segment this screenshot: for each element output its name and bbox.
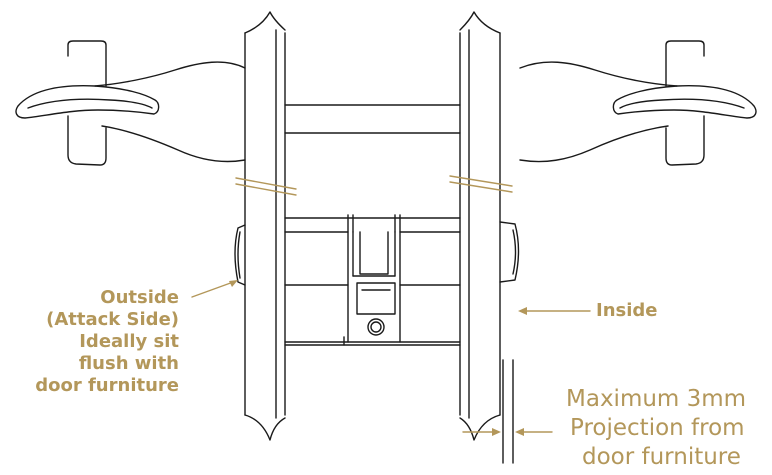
max-projection-line-3: door furniture: [582, 444, 741, 470]
max-projection-label: Maximum 3mm Projection from door furnitu…: [566, 385, 746, 472]
outside-arrow-head: [229, 280, 238, 287]
inside-label: Inside: [596, 300, 658, 321]
spindle-bar: [284, 104, 461, 134]
right-backplate: [459, 11, 501, 441]
left-backplate: [244, 11, 286, 441]
left-lever-handle: [15, 40, 246, 166]
outside-leader-line: [191, 280, 237, 298]
right-lever-handle: [519, 40, 757, 166]
inside-arrow-head: [518, 307, 527, 315]
left-cylinder-end: [234, 224, 246, 286]
projection-dimension: [502, 359, 514, 464]
outside-label-line-2: (Attack Side): [46, 309, 179, 330]
outside-label-line-4: flush with: [78, 353, 179, 374]
outside-label-line-3: Ideally sit: [79, 331, 179, 352]
projection-arrow-head-left: [492, 428, 501, 436]
max-projection-line-1: Maximum 3mm: [566, 386, 747, 412]
door-break-marks: [235, 175, 513, 196]
outside-label-line-5: door furniture: [35, 375, 179, 396]
euro-cylinder: [284, 214, 461, 346]
outside-label-line-1: Outside: [100, 287, 179, 308]
right-cylinder-end: [499, 221, 520, 283]
max-projection-line-2: Projection from: [570, 415, 745, 441]
outside-label: Outside (Attack Side) Ideally sit flush …: [0, 287, 179, 397]
projection-arrow-head-right: [515, 428, 524, 436]
